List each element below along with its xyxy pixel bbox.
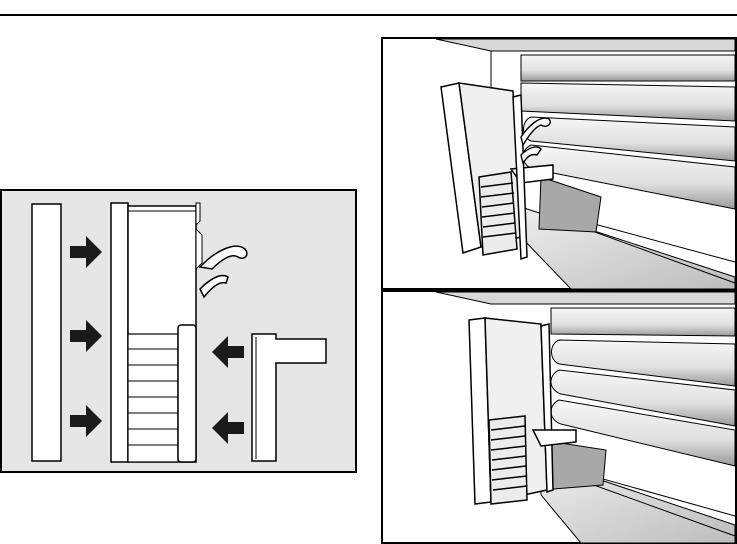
door-frame-part (111, 203, 202, 462)
installation-photo-closed (381, 290, 737, 544)
installation-photo-open (381, 37, 737, 290)
header-rule (0, 14, 737, 16)
exploded-assembly-diagram (0, 189, 357, 473)
front-panel-part (32, 204, 61, 461)
